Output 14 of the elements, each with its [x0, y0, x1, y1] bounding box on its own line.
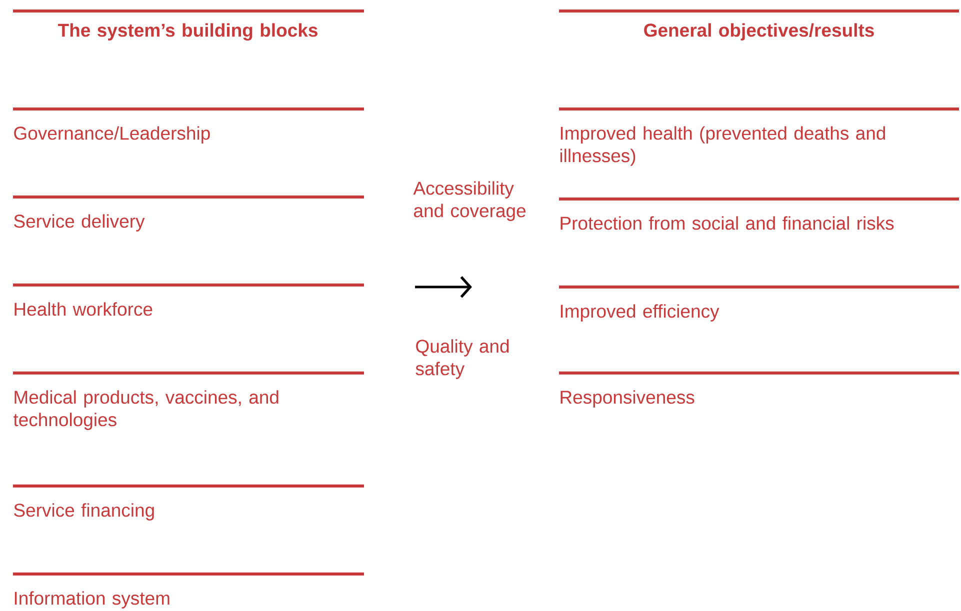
item-band: Governance/Leadership — [13, 108, 364, 144]
item-band: Improved efficiency — [559, 286, 959, 322]
item-band: Responsiveness — [559, 372, 959, 408]
item-band: Improved health (prevented deaths and illnesses) — [559, 108, 959, 166]
middle-label: Accessibility and coverage — [413, 181, 526, 221]
column-heading: General objectives/results — [559, 10, 959, 40]
item-band: Health workforce — [13, 284, 364, 316]
item-band: Protection from social and financial risks — [559, 198, 959, 230]
column-heading: The system’s building blocks — [13, 10, 364, 41]
item-band: Service delivery — [13, 196, 364, 232]
item-band: Service financing — [13, 484, 364, 520]
middle-label: Quality and safety — [416, 339, 509, 379]
item-band: Information system — [13, 572, 364, 608]
item-band: Medical products, vaccines, and technologies — [13, 372, 364, 430]
